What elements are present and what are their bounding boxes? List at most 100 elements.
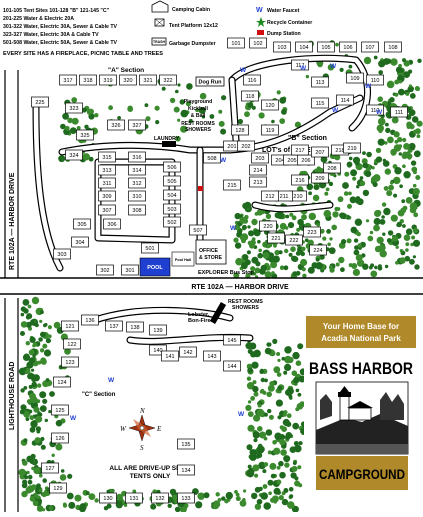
campsite-number: 319 xyxy=(103,78,112,84)
campsite-222: 222 xyxy=(285,234,303,246)
tree xyxy=(388,184,394,191)
campsite-box xyxy=(366,104,384,116)
tree xyxy=(256,408,265,417)
campsite-box xyxy=(98,177,116,189)
garbage-label: Garbage Dumpster xyxy=(169,41,216,47)
tree xyxy=(256,498,263,505)
tree xyxy=(282,412,287,417)
tree xyxy=(254,503,262,510)
campsite-number: 144 xyxy=(227,364,236,370)
tree xyxy=(383,186,389,191)
tree xyxy=(42,398,48,404)
campsite-223: 223 xyxy=(303,226,321,238)
tree xyxy=(26,470,30,475)
tree xyxy=(355,254,363,262)
tree xyxy=(329,237,333,241)
tree xyxy=(276,352,281,356)
tree xyxy=(382,232,386,236)
tree xyxy=(391,235,399,242)
tree xyxy=(408,142,416,150)
tree xyxy=(325,187,330,192)
tree xyxy=(106,489,110,494)
lobster-line-1: Lobster, xyxy=(188,312,210,318)
tree xyxy=(273,487,281,495)
office-building xyxy=(195,239,227,265)
tree xyxy=(45,338,52,344)
tree xyxy=(405,92,410,96)
campsite-box xyxy=(177,438,195,450)
campsite-box xyxy=(125,492,143,504)
tree xyxy=(408,109,416,116)
campsite-box xyxy=(79,74,97,86)
campsite-104: 104 xyxy=(295,41,313,53)
water-faucet-icon: W xyxy=(300,65,307,72)
campsite-box xyxy=(41,462,59,474)
campsite-number: 307 xyxy=(102,208,111,214)
tree xyxy=(313,184,320,191)
pool-label: POOL xyxy=(147,265,163,271)
tree xyxy=(352,156,361,164)
campsite-number: 310 xyxy=(132,194,141,200)
campsite-number: 207 xyxy=(315,150,324,156)
campsite-number: 318 xyxy=(83,78,92,84)
tree xyxy=(253,349,261,358)
restrooms-2-line-1: REST ROOMS xyxy=(228,299,263,305)
legend-line-5: 501-508 Water, Electric 50A, Sewer & Cab… xyxy=(3,40,118,46)
campsite-number: 214 xyxy=(253,168,262,174)
tree xyxy=(291,465,298,472)
tree xyxy=(344,171,350,177)
tree xyxy=(85,491,90,496)
campsite-number: 306 xyxy=(107,222,116,228)
tree xyxy=(278,460,284,467)
campsite-102: 102 xyxy=(249,37,267,49)
tagline-line-1: Your Home Base for xyxy=(323,322,399,331)
campsite-122: 122 xyxy=(63,338,81,350)
campsite-box xyxy=(243,74,261,86)
campsite-number: 201 xyxy=(227,144,236,150)
campsite-number: 137 xyxy=(109,324,118,330)
campsite-number: 222 xyxy=(289,238,298,244)
tree xyxy=(384,168,391,175)
tree xyxy=(402,164,406,168)
tree xyxy=(246,444,253,451)
tree xyxy=(402,58,406,63)
tree xyxy=(289,494,294,499)
tree xyxy=(297,465,302,470)
tree xyxy=(279,471,286,479)
tree xyxy=(36,483,41,489)
campsite-128: 128 xyxy=(231,124,249,136)
water-faucet-icon: W xyxy=(376,109,383,116)
office-line-1: OFFICE xyxy=(199,248,219,254)
tree xyxy=(36,399,41,404)
tree xyxy=(377,117,386,126)
tree xyxy=(32,342,38,347)
campsite-308: 308 xyxy=(128,204,146,216)
tree xyxy=(391,116,399,124)
campsite-number: 322 xyxy=(163,78,172,84)
tree xyxy=(258,112,265,119)
tree xyxy=(150,503,157,510)
tree xyxy=(386,190,393,197)
campsite-116: 116 xyxy=(243,74,261,86)
tree xyxy=(384,141,388,145)
tree xyxy=(269,462,277,470)
campsite-box xyxy=(261,99,279,111)
tree xyxy=(390,58,398,66)
tree xyxy=(20,321,28,328)
tree xyxy=(27,474,33,480)
tree xyxy=(103,506,109,511)
tree xyxy=(94,113,99,118)
tree xyxy=(354,245,359,251)
tree xyxy=(394,92,399,97)
restrooms-1-line-1: REST ROOMS xyxy=(181,121,215,127)
legend-line-4: 323-327 Water, Electric 30A & Cable TV xyxy=(3,32,99,38)
tree xyxy=(273,500,278,504)
campsite-114: 114 xyxy=(336,94,354,106)
tree xyxy=(279,222,287,230)
campsite-box xyxy=(311,97,329,109)
every-site-note: EVERY SITE HAS A FIREPLACE, PICNIC TABLE… xyxy=(3,51,163,57)
laundry-building xyxy=(162,141,176,147)
campsite-box xyxy=(361,41,379,53)
campsite-137: 137 xyxy=(105,320,123,332)
